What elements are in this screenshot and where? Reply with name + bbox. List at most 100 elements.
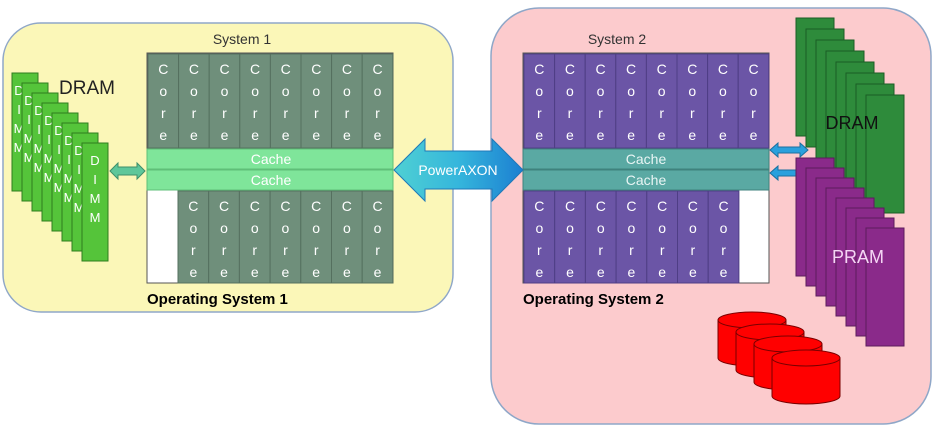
core-letter: e (282, 127, 290, 143)
core-letter: r (314, 105, 319, 121)
core-letter: r (629, 105, 634, 121)
core-letter: r (568, 105, 573, 121)
core-letter: o (628, 220, 636, 236)
core-letter: C (342, 198, 352, 214)
core-letter: C (250, 61, 260, 77)
poweraxon-label: PowerAXON (418, 162, 497, 178)
core-letter: e (189, 264, 197, 280)
core-letter: o (282, 83, 290, 99)
core-letter: e (251, 264, 259, 280)
core-block (554, 53, 586, 149)
core-letter: C (311, 61, 321, 77)
core-letter: o (566, 220, 574, 236)
core-letter: C (626, 198, 636, 214)
core-letter: o (159, 83, 167, 99)
core-letter: r (161, 105, 166, 121)
core-letter: o (750, 83, 758, 99)
core-letter: r (191, 242, 196, 258)
core-letter: o (719, 83, 727, 99)
dimm-letter: D (90, 153, 99, 168)
system1-title: System 1 (213, 31, 272, 47)
core-block (238, 190, 271, 284)
dimm-letter: I (37, 122, 41, 137)
dimm-letter: M (14, 121, 25, 136)
pram-module (865, 227, 905, 347)
core-letter: o (535, 83, 543, 99)
core-letter: r (252, 242, 257, 258)
core-letter: e (658, 127, 666, 143)
core-block (208, 53, 241, 149)
core-letter: e (658, 264, 666, 280)
core-letter: e (535, 127, 543, 143)
system2-cache-top-label: Cache (626, 151, 667, 167)
core-letter: e (374, 264, 382, 280)
core-letter: e (220, 264, 228, 280)
system2-dram-stack (795, 17, 905, 214)
core-letter: C (372, 61, 382, 77)
core-letter: C (595, 61, 605, 77)
core-letter: e (251, 127, 259, 143)
core-letter: C (718, 198, 728, 214)
core-block (523, 53, 556, 149)
system2-title: System 2 (588, 31, 647, 47)
core-letter: e (627, 127, 635, 143)
core-block (300, 190, 332, 284)
core-letter: r (283, 105, 288, 121)
dimm-letter: I (77, 162, 81, 177)
core-letter: C (281, 61, 291, 77)
system2-cache-bottom (522, 169, 770, 191)
core-letter: r (568, 242, 573, 258)
poweraxon-arrow (393, 137, 524, 203)
core-letter: C (534, 61, 544, 77)
core-letter: C (657, 198, 667, 214)
core-letter: r (253, 105, 258, 121)
core-letter: r (537, 242, 542, 258)
core-block (523, 190, 556, 284)
core-letter: e (750, 127, 758, 143)
dimm-letter: M (64, 171, 75, 186)
core-letter: o (374, 220, 382, 236)
core-letter: C (565, 61, 575, 77)
system1-cache-top (146, 148, 394, 170)
core-letter: o (189, 220, 197, 236)
core-letter: o (221, 83, 229, 99)
core-letter: r (222, 105, 227, 121)
core-letter: r (659, 105, 664, 121)
core-letter: C (657, 61, 667, 77)
core-block (361, 190, 394, 284)
system2-os-label: Operating System 2 (523, 291, 664, 308)
core-letter: o (343, 220, 351, 236)
dimm-letter: D (74, 143, 83, 158)
core-letter: C (219, 198, 229, 214)
dimm-letter: D (54, 123, 63, 138)
dimm-letter: I (27, 112, 31, 127)
core-letter: e (343, 127, 351, 143)
system1-cache-top-label: Cache (251, 151, 292, 167)
core-letter: r (690, 105, 695, 121)
core-letter: e (566, 127, 574, 143)
system1-cache-bottom (146, 169, 394, 191)
core-block (269, 53, 302, 149)
core-letter: C (688, 198, 698, 214)
dimm-letter: I (17, 102, 21, 117)
dimm-letter: M (90, 210, 101, 225)
dimm-cache-arrow (109, 161, 146, 181)
core-letter: e (221, 127, 229, 143)
core-letter: e (282, 264, 290, 280)
dimm-letter: M (34, 141, 45, 156)
core-letter: o (688, 83, 696, 99)
